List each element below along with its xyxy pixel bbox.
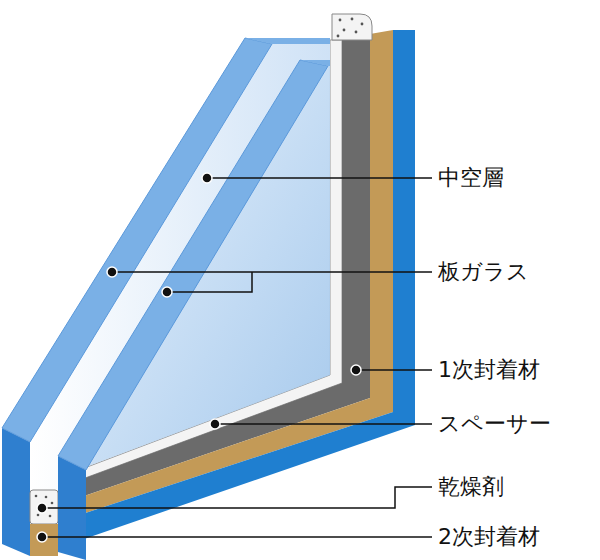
spacer-section xyxy=(30,490,58,524)
secondary-seal-section xyxy=(30,524,58,556)
part-label: 1次封着材 xyxy=(436,357,542,383)
part-label: 中空層 xyxy=(436,165,506,191)
desiccant-dots xyxy=(35,495,54,518)
leader-line xyxy=(356,369,432,371)
pane-2-top xyxy=(300,60,330,66)
part-label: 2次封着材 xyxy=(436,524,542,550)
pane-1-top xyxy=(245,38,330,44)
leader-line xyxy=(42,536,432,538)
leader-line xyxy=(112,271,432,273)
desiccant-dots-top xyxy=(337,18,364,38)
air-gap xyxy=(30,44,330,490)
leader-dot xyxy=(202,173,212,183)
leader-dot xyxy=(162,287,172,297)
spacer-top-section xyxy=(332,14,372,40)
leader-line xyxy=(207,177,432,179)
leader-line xyxy=(167,272,252,292)
leader-dot xyxy=(37,532,47,542)
leader-lines xyxy=(42,178,432,537)
pane-1-end xyxy=(2,428,30,556)
part-label: スペーサー xyxy=(436,411,553,437)
leader-dot xyxy=(210,419,220,429)
leader-line xyxy=(42,487,432,508)
leader-dot xyxy=(351,365,361,375)
leader-dot xyxy=(37,503,47,513)
part-label: 乾燥剤 xyxy=(436,474,506,500)
pane-2-cut xyxy=(58,60,328,470)
leader-line xyxy=(215,423,432,425)
leader-dots xyxy=(37,173,361,542)
leader-dot xyxy=(107,267,117,277)
part-label: 板ガラス xyxy=(436,259,531,285)
